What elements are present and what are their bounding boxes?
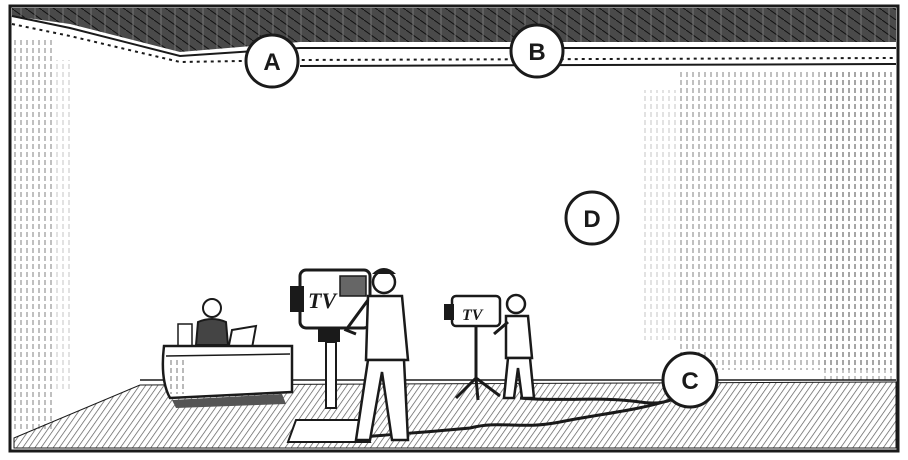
callout-b-label: B [528,39,545,66]
callout-c-label: C [681,368,698,395]
callout-c: C [663,353,717,407]
studio-floor [14,382,896,448]
callout-d-label: D [583,206,600,233]
callout-a: A [246,35,298,87]
second-camera-badge: TV [462,307,484,324]
callout-d: D [566,192,618,244]
callout-a-label: A [263,49,280,76]
main-camera-badge: TV [308,288,338,313]
callout-b: B [511,25,563,77]
